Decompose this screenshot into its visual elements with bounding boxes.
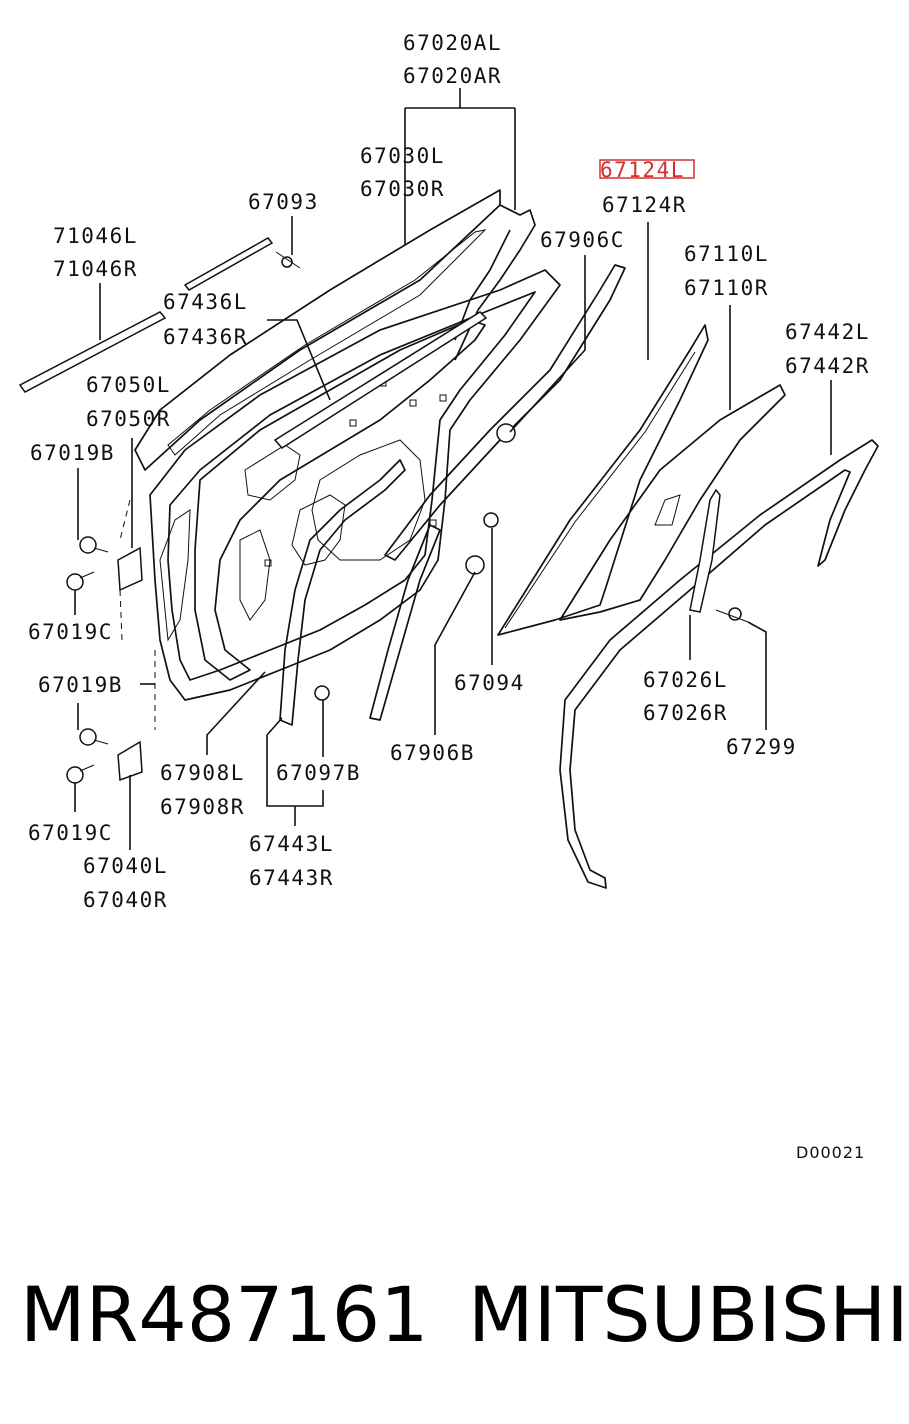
- part-labels: 67020AL 67020AR 67030L 67030R 67093 7104…: [28, 31, 870, 912]
- label-67436L: 67436L: [163, 290, 248, 314]
- window-sash-2: [454, 229, 511, 341]
- label-67906C: 67906C: [540, 228, 625, 252]
- label-67443R: 67443R: [249, 866, 334, 890]
- label-67110R: 67110R: [684, 276, 769, 300]
- glass-run-channel: [384, 264, 626, 561]
- label-67124R: 67124R: [602, 193, 687, 217]
- inner-panel: [194, 319, 486, 681]
- window-frame: [134, 189, 501, 471]
- footer: MR487161 MITSUBISHI: [0, 1270, 909, 1360]
- label-67436R: 67436R: [163, 325, 248, 349]
- label-67124L: 67124L: [600, 158, 685, 182]
- inner-panel-holes: [264, 379, 447, 567]
- part-number: MR487161: [20, 1270, 429, 1359]
- weatherstrip: [559, 439, 879, 889]
- door-shell-inner: [167, 291, 536, 681]
- outer-molding-small: [183, 237, 274, 291]
- fasteners: [66, 251, 749, 784]
- hinge-lower: [117, 740, 143, 782]
- label-67019C-bottom: 67019C: [28, 821, 113, 845]
- label-67050R: 67050R: [86, 407, 171, 431]
- inner-panel-cutout: [311, 439, 426, 561]
- door-weatherstrip: [279, 459, 406, 726]
- leader-lines: [74, 88, 832, 850]
- brand-name: MITSUBISHI: [468, 1270, 909, 1359]
- label-67020AR: 67020AR: [403, 64, 502, 88]
- label-67026R: 67026R: [643, 701, 728, 725]
- regulator-detail: [654, 494, 681, 526]
- hinge-upper: [117, 546, 143, 592]
- label-71046R: 71046R: [53, 257, 138, 281]
- inner-panel-flange: [159, 509, 191, 642]
- highlight-box: [599, 159, 695, 179]
- label-67030L: 67030L: [360, 144, 445, 168]
- label-67026L: 67026L: [643, 668, 728, 692]
- label-67019C-top: 67019C: [28, 620, 113, 644]
- label-67020AL: 67020AL: [403, 31, 502, 55]
- label-67050L: 67050L: [86, 373, 171, 397]
- label-67094: 67094: [454, 671, 525, 695]
- diagram-code: D00021: [796, 1143, 865, 1162]
- door-shell: [149, 269, 561, 701]
- parts-drawing: [18, 189, 879, 889]
- label-67019B-top: 67019B: [30, 441, 115, 465]
- window-glass-inner: [504, 351, 696, 629]
- label-71046L: 71046L: [53, 224, 138, 248]
- label-67908R: 67908R: [160, 795, 245, 819]
- label-67097B: 67097B: [276, 761, 361, 785]
- window-frame-inner: [167, 229, 487, 456]
- label-67299: 67299: [726, 735, 797, 759]
- sash-channel: [689, 488, 721, 613]
- glass-run-channel-b: [369, 524, 441, 721]
- label-67443L: 67443L: [249, 832, 334, 856]
- inner-panel-rail: [291, 494, 346, 566]
- label-67040R: 67040R: [83, 888, 168, 912]
- label-67040L: 67040L: [83, 854, 168, 878]
- outer-molding: [18, 311, 167, 393]
- label-67908L: 67908L: [160, 761, 245, 785]
- window-sash: [454, 204, 536, 361]
- label-67030R: 67030R: [360, 177, 445, 201]
- inner-panel-rib: [239, 529, 271, 621]
- label-67906B: 67906B: [390, 741, 475, 765]
- regulator-glass: [559, 384, 786, 621]
- label-67442R: 67442R: [785, 354, 870, 378]
- label-67093: 67093: [248, 190, 319, 214]
- belt-molding: [273, 311, 488, 449]
- label-67110L: 67110L: [684, 242, 769, 266]
- label-67442L: 67442L: [785, 320, 870, 344]
- window-glass: [497, 324, 709, 636]
- label-67019B-bottom: 67019B: [38, 673, 123, 697]
